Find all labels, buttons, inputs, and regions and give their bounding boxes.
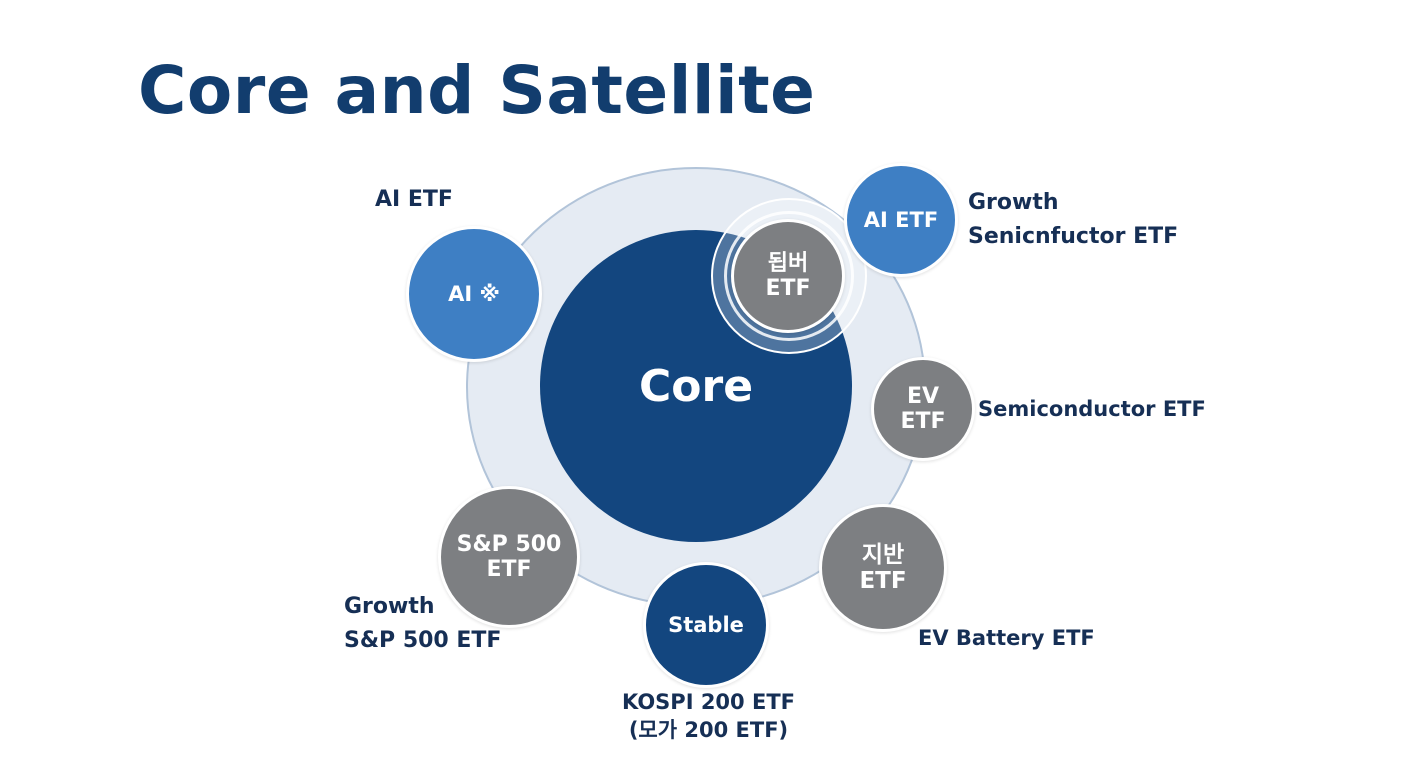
bubble-ev: EV ETF — [871, 357, 975, 461]
page-title: Core and Satellite — [138, 52, 816, 129]
label-kospi-line1: KOSPI 200 ETF — [622, 690, 795, 714]
highlight-ring-inner — [724, 211, 854, 341]
bubble-sp500: S&P 500 ETF — [438, 486, 580, 628]
label-kospi: KOSPI 200 ETF (모가 200 ETF) — [622, 688, 795, 745]
label-growth-right-line2: Senicnfuctor ETF — [968, 224, 1179, 250]
label-growth-left-line1: Growth — [344, 594, 435, 619]
label-kospi-line2: (모가 200 ETF) — [628, 718, 789, 743]
label-growth-left-line2: S&P 500 ETF — [344, 628, 502, 654]
label-growth-left: Growth S&P 500 ETF — [344, 590, 501, 658]
bubble-ai-right: AI ETF — [844, 163, 958, 277]
label-growth-right: Growth Senicnfuctor ETF — [968, 186, 1178, 254]
label-ev-battery: EV Battery ETF — [918, 626, 1095, 650]
bubble-korean-right: 지반 ETF — [819, 504, 947, 632]
bubble-center-small: 됩버 ETF — [731, 219, 845, 333]
label-growth-right-line1: Growth — [968, 190, 1059, 215]
bubble-stable: Stable — [643, 562, 769, 688]
label-ai-etf-top-left: AI ETF — [375, 187, 453, 212]
bubble-ai-left: AI ※ — [406, 226, 542, 362]
label-semiconductor: Semiconductor ETF — [978, 397, 1206, 421]
